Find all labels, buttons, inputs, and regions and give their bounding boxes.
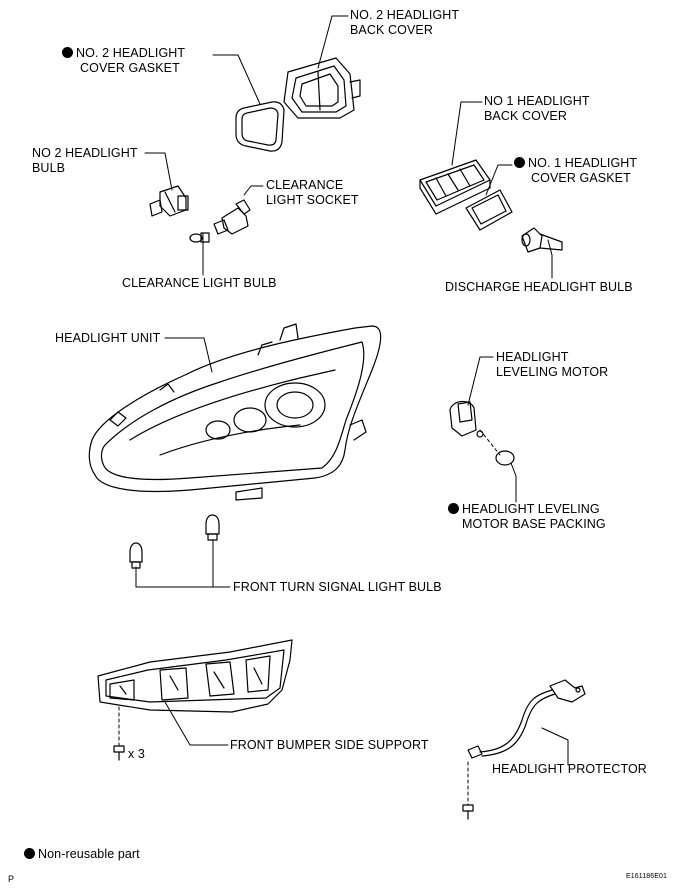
no1-back-cover-drawing (419, 159, 491, 215)
no2-bulb-drawing (149, 185, 189, 217)
non-reusable-dot-icon (24, 848, 35, 859)
non-reusable-dot-icon (514, 157, 525, 168)
corner-letter: P (8, 874, 15, 884)
leveling-motor-drawing (449, 400, 484, 438)
headlight-protector-label: HEADLIGHT PROTECTOR (492, 762, 647, 776)
bumper-support-drawing (97, 639, 293, 713)
no2-back-cover-drawing (283, 57, 361, 119)
figure-code: E161186E01 (626, 873, 667, 880)
legend: Non-reusable part (24, 847, 140, 862)
clearance-socket-drawing (213, 199, 251, 235)
no2-gasket-drawing (235, 101, 285, 152)
clearance-bulb-drawing (189, 232, 210, 243)
non-reusable-dot-icon (62, 47, 73, 58)
leveling-packing-drawing (495, 450, 515, 466)
discharge-bulb-label: DISCHARGE HEADLIGHT BULB (445, 280, 633, 294)
legend-text: Non-reusable part (38, 847, 140, 861)
leader-lines (135, 15, 569, 766)
screw-quantity-label: x 3 (128, 747, 145, 761)
headlight-unit-label: HEADLIGHT UNIT (55, 331, 161, 345)
bumper-support-label: FRONT BUMPER SIDE SUPPORT (230, 738, 429, 752)
headlight-protector-drawing (467, 679, 586, 759)
turn-signal-bulb-label: FRONT TURN SIGNAL LIGHT BULB (233, 580, 442, 594)
no1-gasket-drawing (465, 189, 513, 231)
non-reusable-dot-icon (448, 503, 459, 514)
turn-signal-bulbs-drawing (129, 514, 220, 569)
headlight-unit-drawing (88, 323, 382, 501)
clearance-bulb-label: CLEARANCE LIGHT BULB (122, 276, 277, 290)
screw-icon (113, 745, 474, 820)
dashed-leaders (118, 429, 501, 806)
discharge-bulb-drawing (521, 227, 563, 253)
